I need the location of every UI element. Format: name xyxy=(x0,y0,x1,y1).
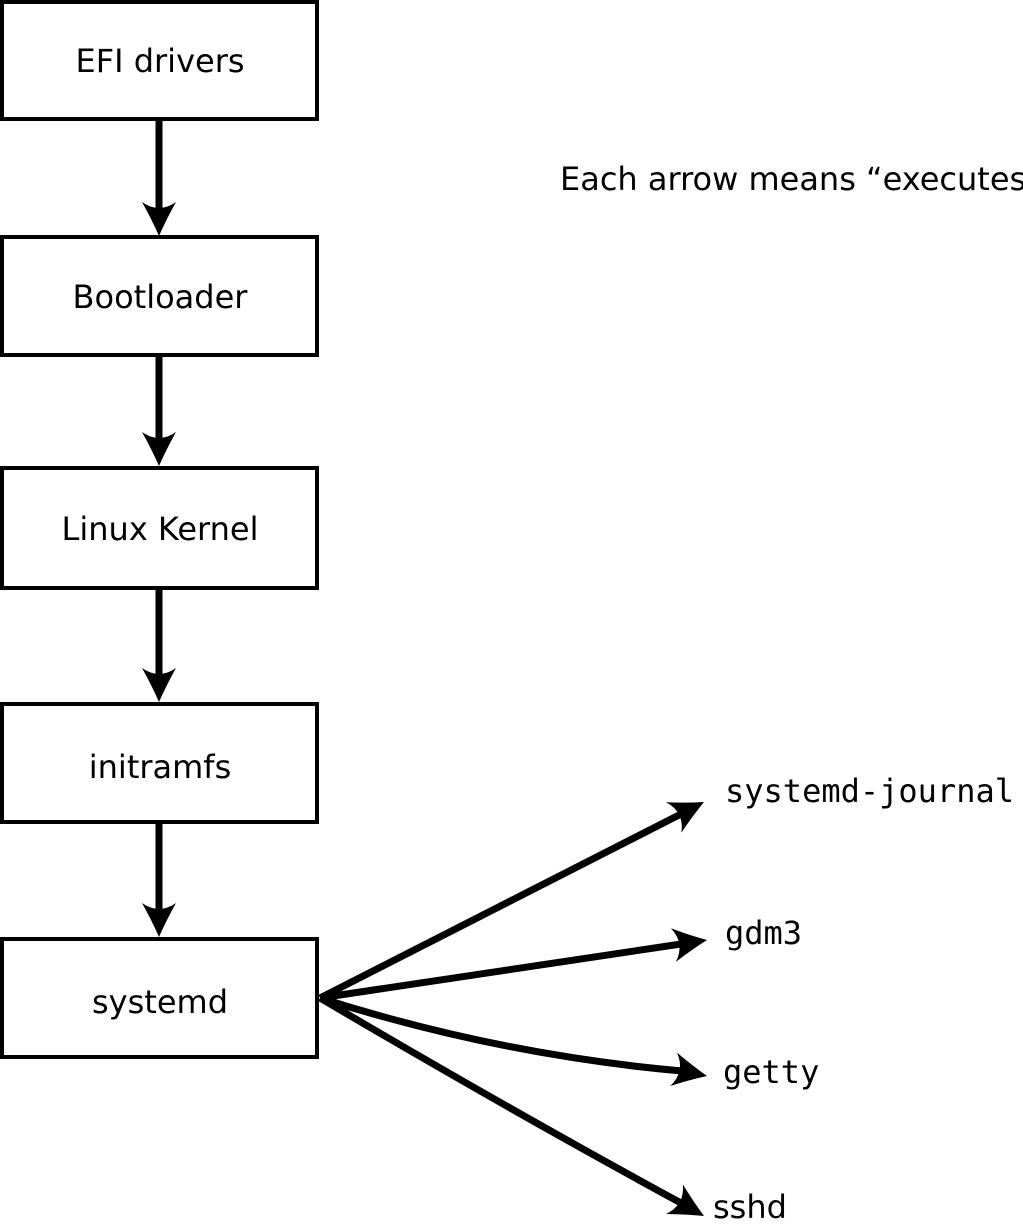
process-label-sshd: sshd xyxy=(713,1188,787,1226)
node-label-initramfs: initramfs xyxy=(89,748,231,786)
arrow-initramfs-to-systemd xyxy=(142,824,176,937)
arrowhead-icon xyxy=(142,202,176,236)
node-initramfs: initramfs xyxy=(0,702,319,824)
arrow-systemd-to-journal xyxy=(318,802,704,1002)
node-box-bootloader xyxy=(0,235,319,357)
arrowhead-icon xyxy=(142,668,176,702)
node-label-linux-kernel: Linux Kernel xyxy=(62,510,259,548)
node-efi-drivers: EFI drivers xyxy=(0,0,319,121)
node-linux-kernel: Linux Kernel xyxy=(0,466,319,590)
arrowhead-icon xyxy=(670,928,707,962)
process-label-systemd-journal: systemd-journal xyxy=(725,772,1014,810)
arrow-kernel-to-initramfs xyxy=(142,590,176,702)
node-systemd: systemd xyxy=(0,937,319,1059)
node-box-systemd xyxy=(0,937,319,1059)
arrow-systemd-to-gdm3 xyxy=(319,928,707,1002)
arrowhead-icon xyxy=(142,432,176,466)
arrowhead-icon xyxy=(670,1052,707,1086)
node-box-efi-drivers xyxy=(0,0,319,121)
arrowhead-icon xyxy=(142,903,176,937)
arrow-bootloader-to-kernel xyxy=(142,357,176,466)
process-label-gdm3: gdm3 xyxy=(725,914,802,952)
node-label-bootloader: Bootloader xyxy=(73,278,249,316)
node-box-initramfs xyxy=(0,702,319,824)
arrow-systemd-to-getty xyxy=(318,994,707,1086)
node-bootloader: Bootloader xyxy=(0,235,319,357)
process-label-getty: getty xyxy=(723,1053,819,1091)
node-label-systemd: systemd xyxy=(92,983,228,1021)
arrow-efi-to-bootloader xyxy=(142,121,176,236)
arrowhead-icon xyxy=(666,1184,704,1216)
node-box-linux-kernel xyxy=(0,466,319,590)
annotation-text: Each arrow means “executes”. xyxy=(560,160,1023,198)
arrow-systemd-to-sshd xyxy=(318,994,704,1216)
node-label-efi-drivers: EFI drivers xyxy=(75,42,244,80)
arrowhead-icon xyxy=(665,802,704,833)
